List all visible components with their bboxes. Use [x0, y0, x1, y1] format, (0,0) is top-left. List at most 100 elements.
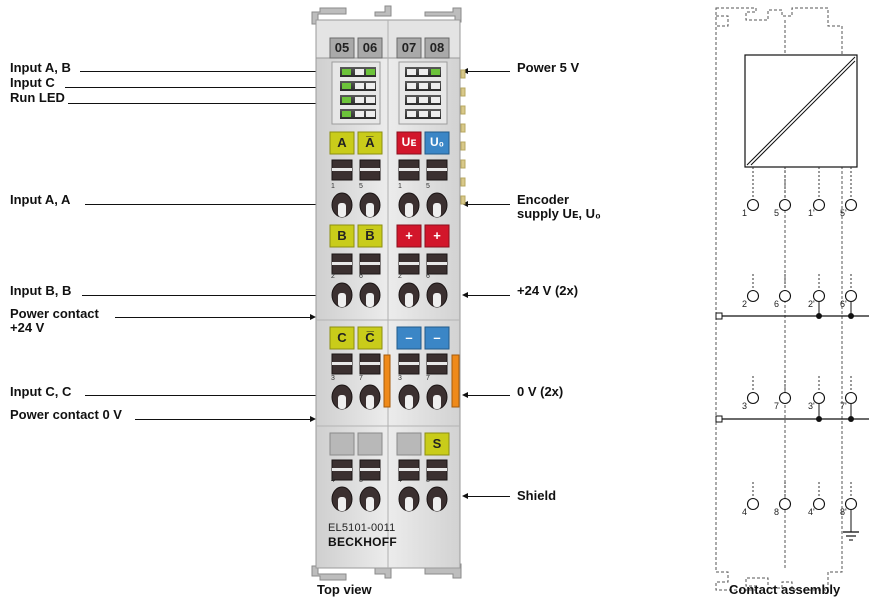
rail-node-7p — [848, 416, 854, 422]
contact-circle — [778, 391, 792, 405]
assembly-contact-number: 3 — [742, 401, 748, 411]
assembly-contact-number: 6 — [774, 299, 780, 309]
contact-number: 4 — [398, 477, 402, 484]
led-panel-left — [331, 61, 381, 125]
contact-circle — [746, 198, 760, 212]
block-label-a: A — [337, 135, 347, 150]
wire-entry-inner — [338, 497, 346, 511]
release-slot-stripe — [332, 468, 352, 471]
power-rail-0v-terminal — [715, 415, 723, 423]
model-number: EL5101-0011 — [328, 522, 396, 534]
release-slot — [426, 353, 448, 375]
contact-number: 1 — [398, 183, 402, 190]
block-label-minus-1: – — [405, 330, 413, 345]
arrow-zero-v — [462, 392, 468, 398]
wire-entry — [398, 282, 420, 308]
assembly-contact-number: 1' — [808, 208, 815, 218]
wire-entry — [359, 384, 381, 410]
contact-circle — [778, 497, 792, 511]
wire-entry — [359, 282, 381, 308]
arrow-shield — [462, 493, 468, 499]
wire-entry — [426, 384, 448, 410]
arrow-run-led — [316, 100, 322, 106]
leader-input-a — [85, 204, 316, 205]
contact-circle — [812, 289, 826, 303]
rail-node-6p — [848, 313, 854, 319]
release-slot — [398, 253, 420, 275]
contact-number: 3 — [398, 375, 402, 382]
wire-entry-inner — [366, 203, 374, 217]
wire-entry-inner — [405, 203, 413, 217]
assembly-contact-number: 5' — [840, 208, 847, 218]
release-slot-stripe — [399, 262, 419, 265]
release-slot — [331, 459, 353, 481]
led-panel-right — [398, 61, 448, 125]
label-power-5v: Power 5 V — [517, 60, 580, 75]
label-power-contact-24-line1: Power contact — [10, 306, 99, 321]
label-shield: Shield — [517, 488, 557, 503]
block-label-c: C — [337, 330, 347, 345]
wire-entry-inner — [366, 497, 374, 511]
block-label-u0: U₀ — [429, 135, 445, 149]
block-label-a-bar: A̅ — [365, 135, 375, 150]
wire-entry-inner — [366, 293, 374, 307]
label-input-a: Input A, A — [10, 192, 71, 207]
arrow-plus24 — [462, 292, 468, 298]
contact-circle — [812, 391, 826, 405]
contact-number: 1 — [331, 183, 335, 190]
leader-zero-v — [468, 395, 510, 396]
leader-input-ab — [80, 71, 316, 72]
release-slot — [398, 159, 420, 181]
wire-entry-inner — [338, 203, 346, 217]
label-zero-v: 0 V (2x) — [517, 384, 564, 399]
contact-circle — [812, 198, 826, 212]
wire-entry-inner — [433, 497, 441, 511]
brand-logo: BECKHOFF — [328, 535, 398, 549]
wire-entry — [398, 384, 420, 410]
arrow-input-ab — [316, 68, 322, 74]
caption-top-view: Top view — [317, 582, 372, 597]
arrow-input-b — [316, 292, 322, 298]
contact-number: 8 — [359, 477, 363, 484]
arrow-input-a — [316, 201, 322, 207]
block-label-ue: Uᴇ — [401, 135, 417, 149]
caption-contact-assembly: Contact assembly — [729, 582, 841, 597]
assembly-contact-number: 4' — [808, 507, 815, 517]
arrow-input-cc — [316, 392, 322, 398]
orange-contact-right — [451, 354, 460, 408]
contact-circle — [844, 289, 858, 303]
contact-number: 5 — [426, 183, 430, 190]
converter-symbol — [744, 54, 858, 168]
contact-number: 6 — [359, 273, 363, 280]
contact-number: 7 — [426, 375, 430, 382]
assembly-contact-number: 8 — [774, 507, 780, 517]
wire-entry-inner — [366, 395, 374, 409]
label-power-contact-0: Power contact 0 V — [10, 407, 122, 422]
release-slot-stripe — [360, 468, 380, 471]
leader-power-contact-24 — [115, 317, 314, 318]
release-slot-stripe — [427, 362, 447, 365]
label-input-b: Input B, B — [10, 283, 72, 298]
terminal-number-08: 08 — [429, 40, 445, 55]
release-slot-stripe — [360, 168, 380, 171]
assembly-contact-number: 7' — [840, 401, 847, 411]
assembly-contact-number: 6' — [840, 299, 847, 309]
block-label-plus-1: + — [405, 228, 413, 243]
wire-entry — [398, 192, 420, 218]
wire-entry — [359, 486, 381, 512]
release-slot-stripe — [332, 262, 352, 265]
release-slot — [331, 159, 353, 181]
contact-circle — [812, 497, 826, 511]
contact-circle — [844, 497, 858, 511]
wire-entry-inner — [433, 203, 441, 217]
wire-entry-inner — [405, 497, 413, 511]
release-slot-stripe — [332, 362, 352, 365]
label-plus24: +24 V (2x) — [517, 283, 579, 298]
leader-input-cc — [85, 395, 316, 396]
block-label-shield: S — [432, 436, 442, 451]
block-label-plus-2: + — [433, 228, 441, 243]
wire-entry-inner — [338, 293, 346, 307]
arrow-input-c — [316, 84, 322, 90]
contact-number: 4 — [331, 477, 335, 484]
